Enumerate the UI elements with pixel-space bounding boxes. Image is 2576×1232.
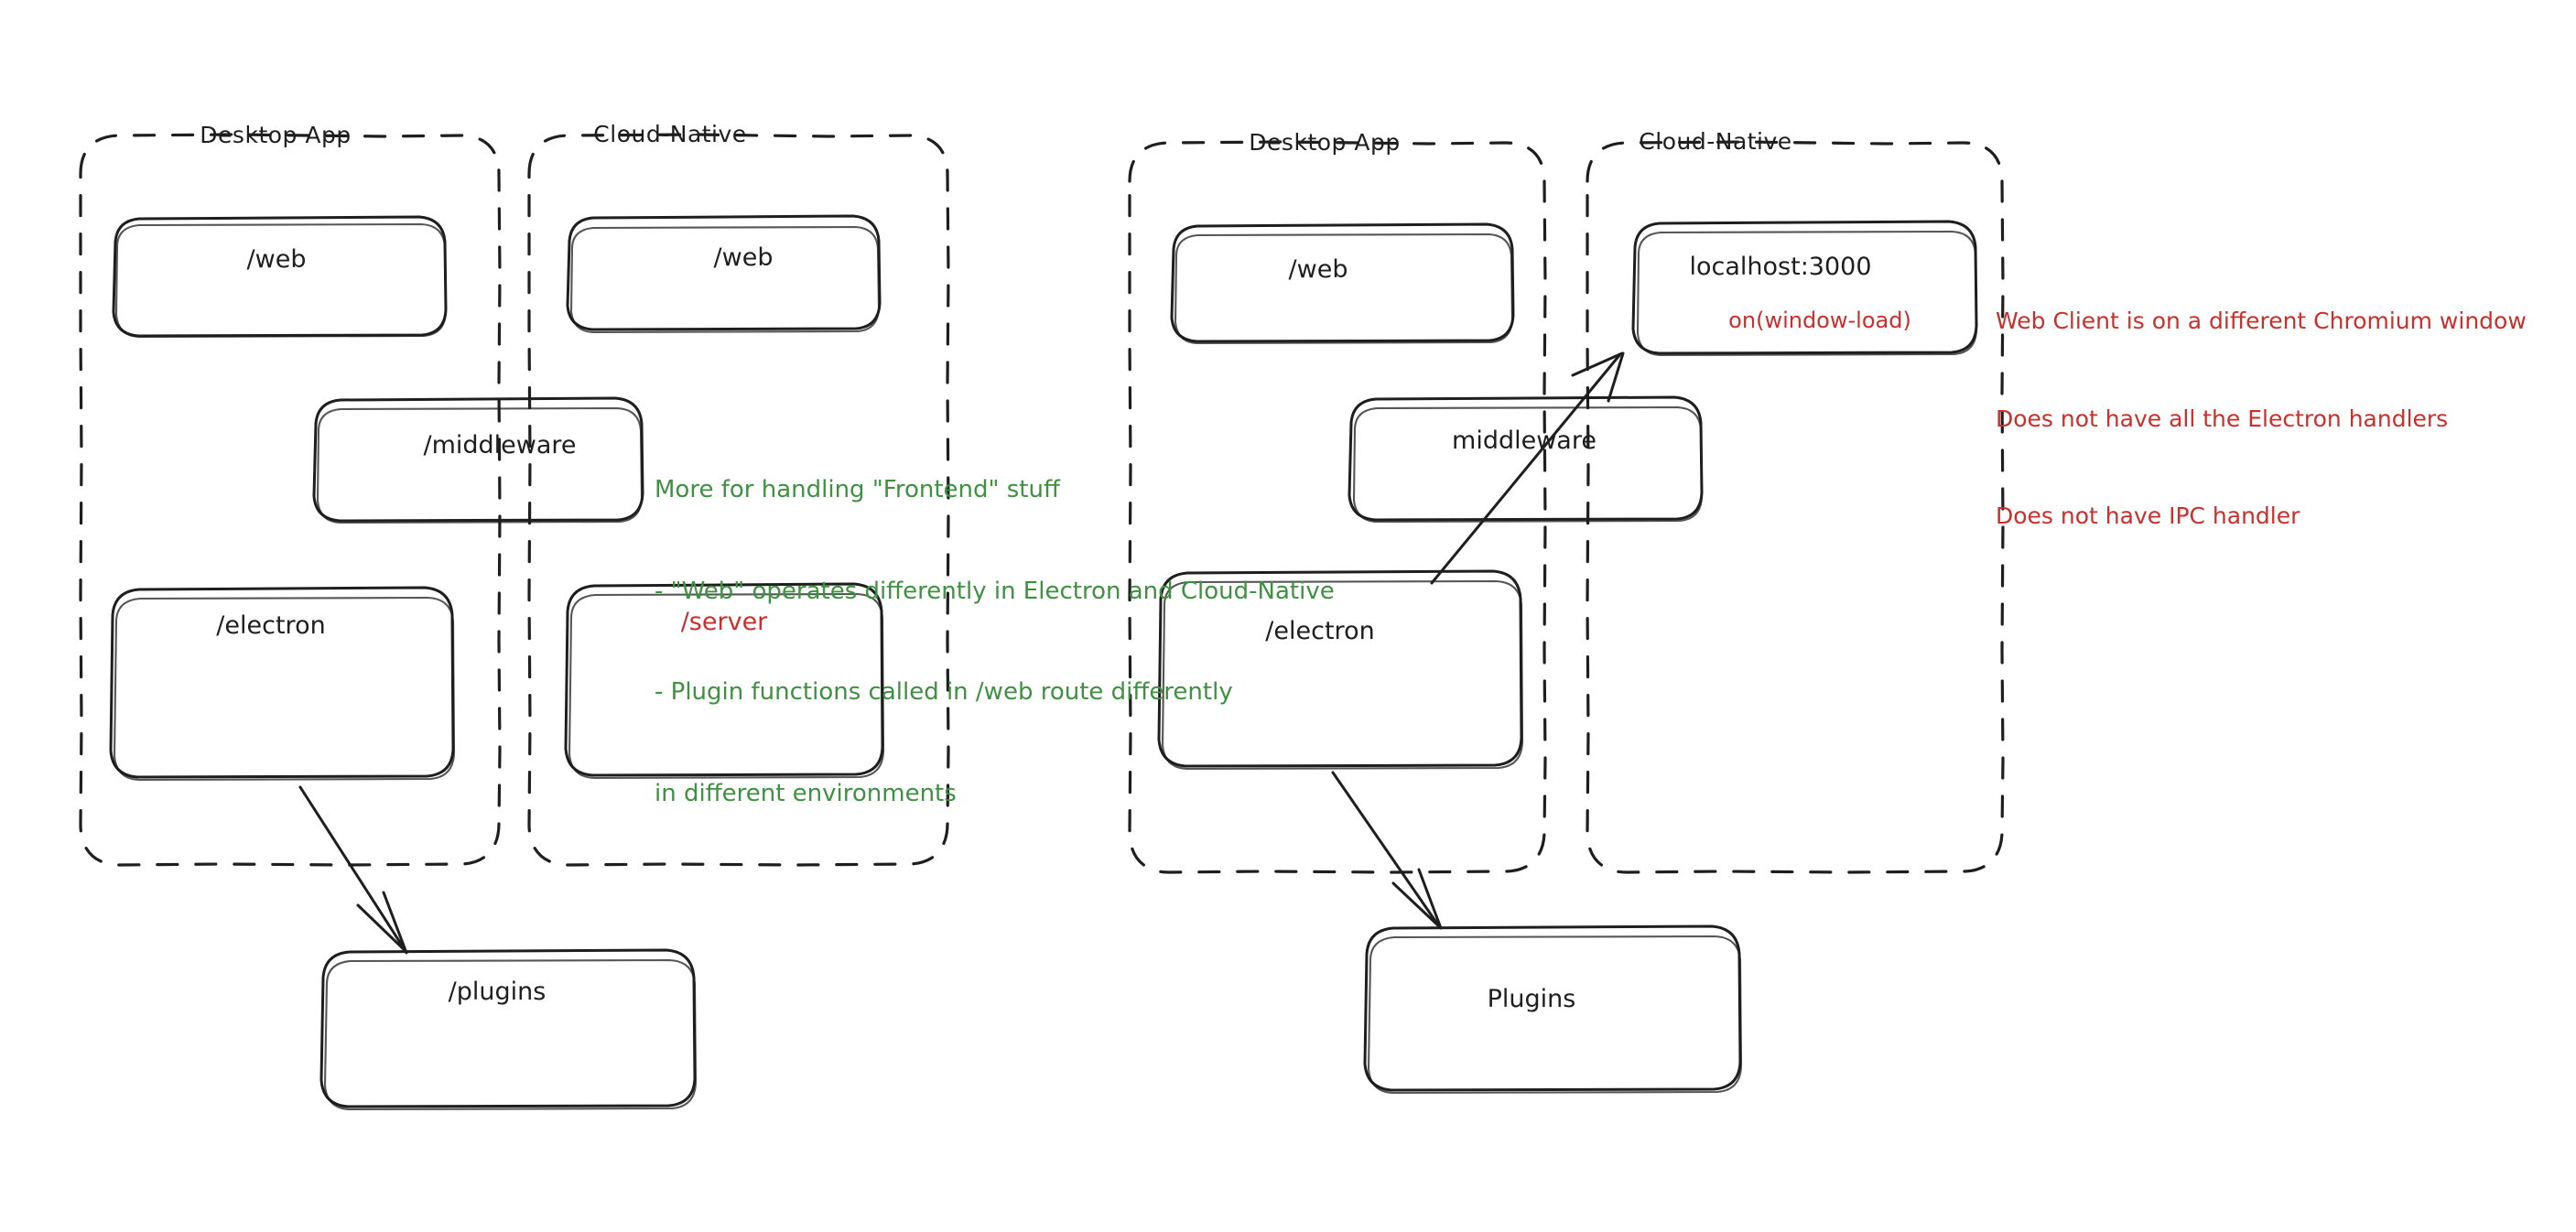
note-red-line-2: Does not have all the Electron handlers [1996,405,2449,432]
note-green-line-1: More for handling "Frontend" stuff [655,475,1060,503]
box-label-web-desktop-left: /web [246,245,307,274]
box-label-middleware-left: /middleware [423,431,577,459]
note-green-line-4: in different environments [655,779,957,807]
group-title-desktop-app-left: Desktop App [200,122,352,148]
box-sublabel-on-window-load: on(window-load) [1728,308,1911,333]
note-red-line-3: Does not have IPC handler [1996,503,2300,529]
box-label-electron-right: /electron [1265,617,1375,645]
note-red-web-client: Web Client is on a different Chromium wi… [1996,240,2527,598]
group-title-cloud-native-right: Cloud-Native [1639,128,1792,155]
box-label-plugins-left: /plugins [448,978,547,1006]
note-green-line-2: - "Web" operates differently in Electron… [655,577,1335,605]
box-label-plugins-right: Plugins [1487,985,1576,1013]
box-label-server-left: /server [680,608,768,636]
box-label-web-cloud-left: /web [713,243,774,272]
note-green-frontend: More for handling "Frontend" stuff - "We… [655,405,1335,879]
note-red-line-1: Web Client is on a different Chromium wi… [1996,308,2527,334]
box-label-localhost-3000: localhost:3000 [1689,253,1872,281]
note-green-line-3: - Plugin functions called in /web route … [655,678,1233,707]
box-label-middleware-right: middleware [1452,427,1596,455]
box-label-web-desktop-right: /web [1288,255,1348,284]
group-title-cloud-native-left: Cloud-Native [593,121,747,147]
box-label-electron-left: /electron [216,611,326,640]
group-title-desktop-app-right: Desktop App [1249,129,1401,156]
